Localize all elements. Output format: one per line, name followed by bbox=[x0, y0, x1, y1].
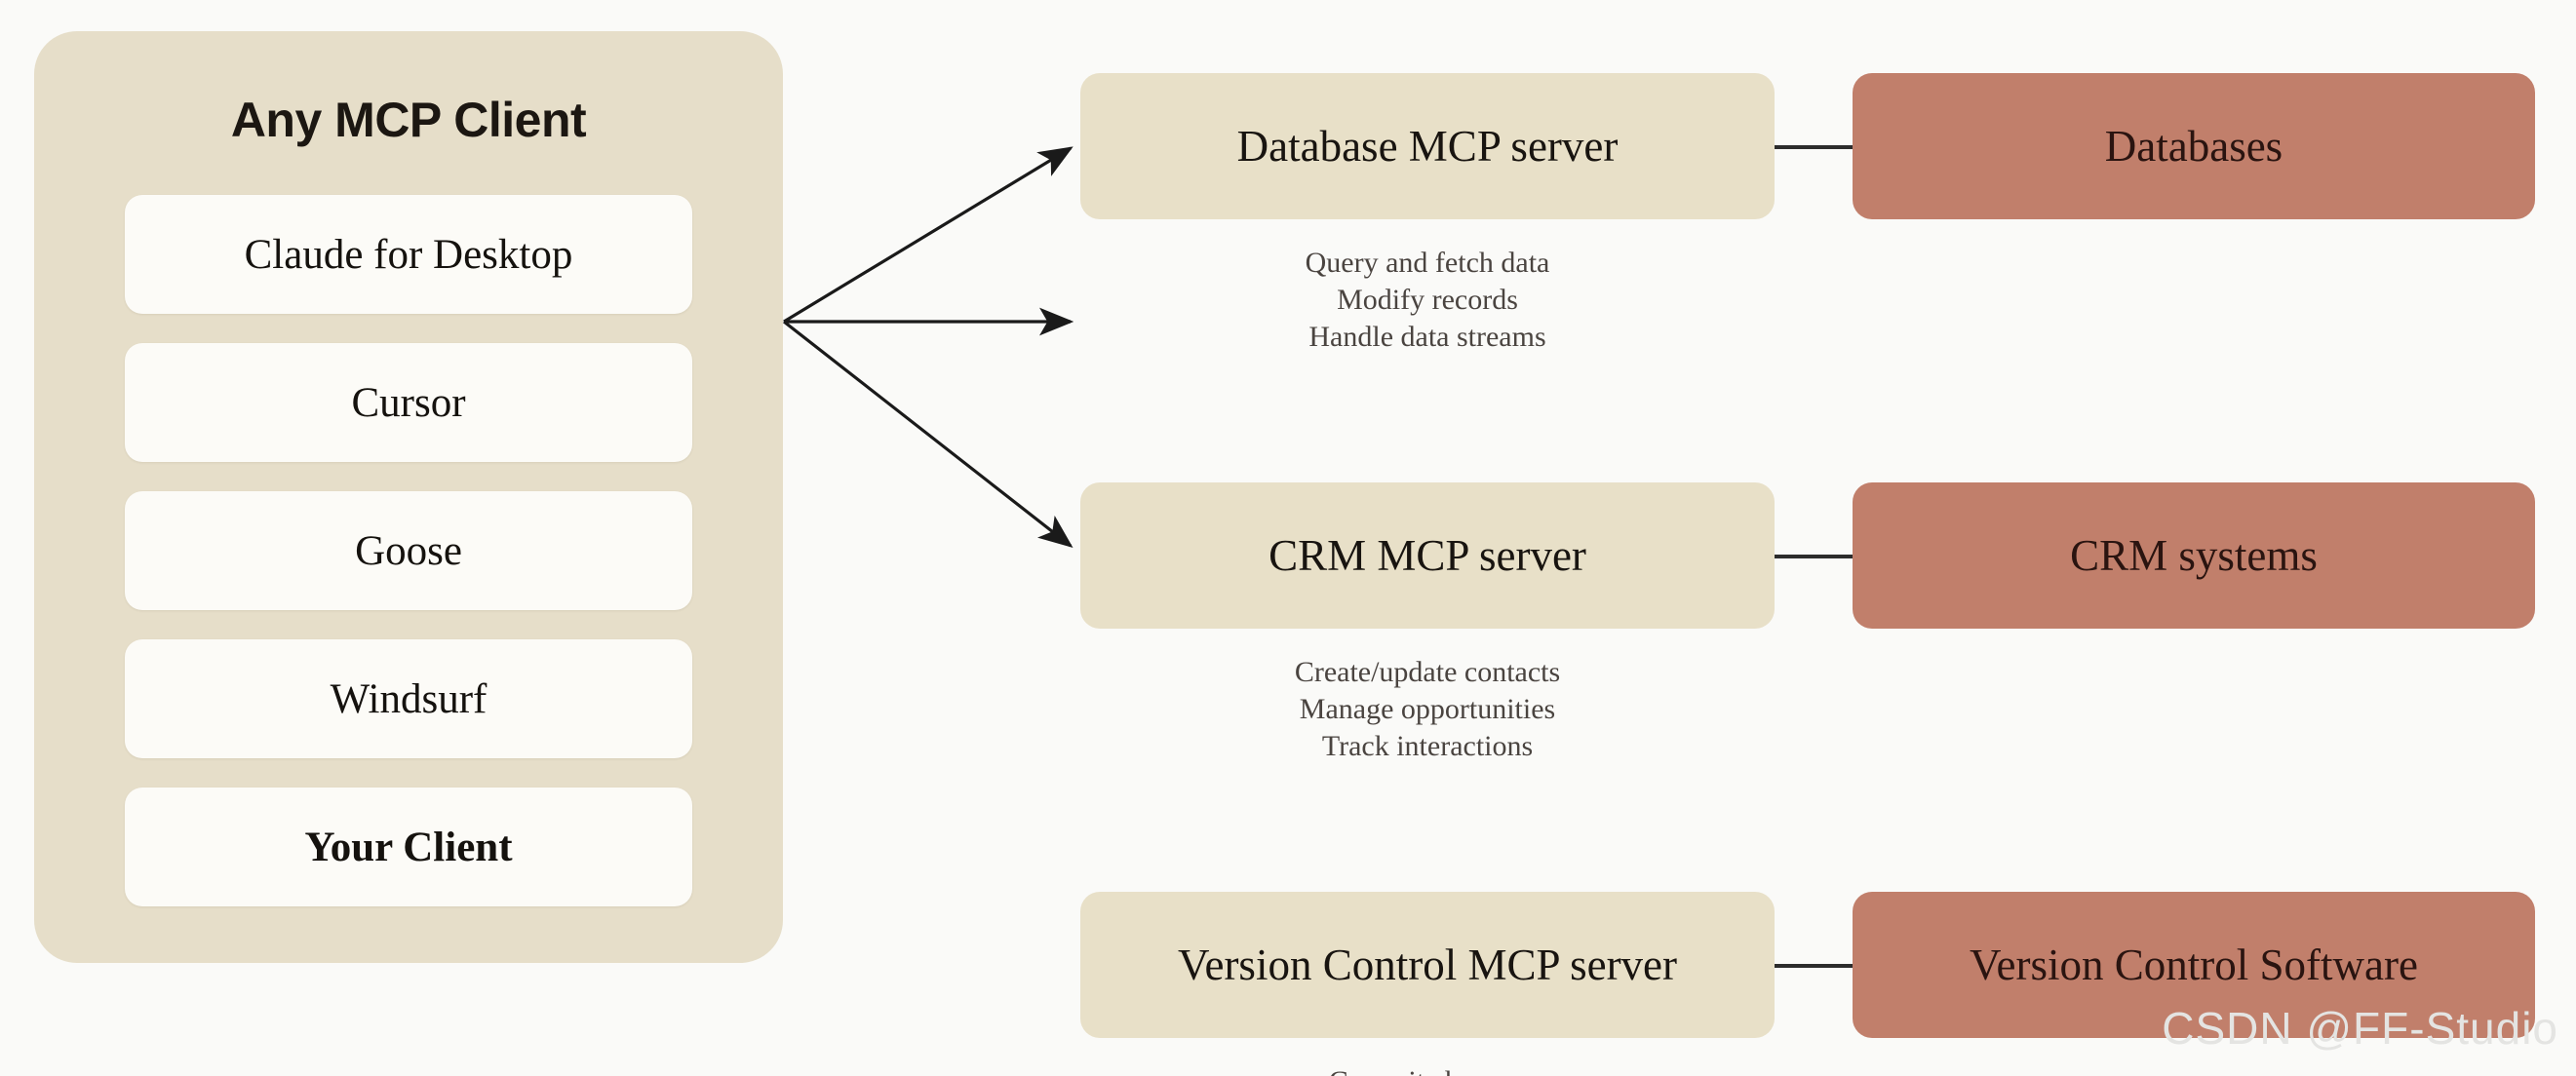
client-card-claude-for-desktop[interactable]: Claude for Desktop bbox=[125, 195, 692, 314]
client-panel-title: Any MCP Client bbox=[230, 93, 587, 147]
target-box-databases[interactable]: Databases bbox=[1853, 73, 2535, 219]
connector-line-crm bbox=[1775, 555, 1853, 558]
client-list: Claude for Desktop Cursor Goose Windsurf… bbox=[125, 195, 692, 906]
server-box-database[interactable]: Database MCP server bbox=[1080, 73, 1775, 219]
watermark: CSDN @FF-Studio bbox=[2162, 1003, 2558, 1054]
server-box-version-control[interactable]: Version Control MCP server bbox=[1080, 892, 1775, 1038]
client-card-label: Your Client bbox=[304, 824, 513, 870]
target-box-crm-systems[interactable]: CRM systems bbox=[1853, 482, 2535, 629]
client-card-label: Cursor bbox=[351, 379, 466, 426]
capability-list-version-control: Commit changes Resolve conflicts Manage … bbox=[1080, 1063, 1775, 1076]
target-box-label: CRM systems bbox=[2070, 530, 2318, 580]
capability-item: Manage opportunities bbox=[1299, 692, 1556, 725]
target-box-version-control-software[interactable]: Version Control Software bbox=[1853, 892, 2535, 1038]
server-box-label: CRM MCP server bbox=[1268, 530, 1586, 580]
target-box-label: Databases bbox=[2104, 121, 2283, 171]
capability-item: Query and fetch data bbox=[1305, 247, 1550, 279]
client-card-your-client[interactable]: Your Client bbox=[125, 788, 692, 906]
client-card-label: Goose bbox=[355, 527, 462, 574]
capability-list-database: Query and fetch data Modify records Hand… bbox=[1080, 245, 1775, 355]
arrow-to-database-server bbox=[783, 146, 1073, 324]
client-panel: Any MCP Client Claude for Desktop Cursor… bbox=[34, 31, 783, 963]
capability-item: Commit changes bbox=[1080, 1063, 1775, 1076]
target-box-label: Version Control Software bbox=[1970, 940, 2418, 989]
capability-item: Handle data streams bbox=[1308, 320, 1546, 353]
client-card-label: Claude for Desktop bbox=[244, 231, 573, 278]
server-box-label: Database MCP server bbox=[1236, 121, 1619, 171]
client-card-label: Windsurf bbox=[330, 675, 488, 722]
server-box-label: Version Control MCP server bbox=[1177, 940, 1678, 989]
connector-line-version-control bbox=[1775, 964, 1853, 968]
server-box-crm[interactable]: CRM MCP server bbox=[1080, 482, 1775, 629]
client-card-windsurf[interactable]: Windsurf bbox=[125, 639, 692, 758]
arrow-to-version-control-server bbox=[783, 320, 1073, 548]
capability-item: Modify records bbox=[1337, 283, 1518, 316]
connector-line-database bbox=[1775, 145, 1853, 149]
client-card-cursor[interactable]: Cursor bbox=[125, 343, 692, 462]
arrow-fan-group bbox=[783, 146, 1074, 548]
capability-list-crm: Create/update contacts Manage opportunit… bbox=[1080, 654, 1775, 764]
capability-item: Track interactions bbox=[1321, 729, 1534, 762]
client-card-goose[interactable]: Goose bbox=[125, 491, 692, 610]
capability-item: Create/update contacts bbox=[1294, 656, 1561, 688]
